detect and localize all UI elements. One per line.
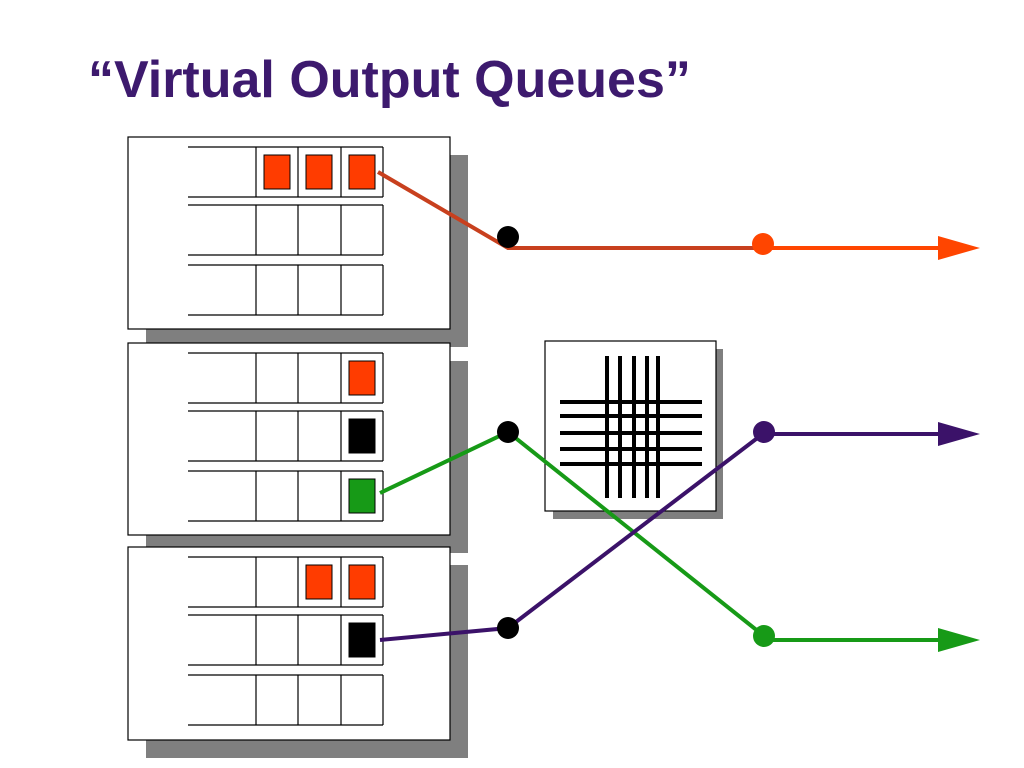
output-port-2-arrow-icon xyxy=(938,422,980,446)
packet-black xyxy=(348,418,376,454)
output-port-1 xyxy=(762,236,980,260)
input-port-1-queues xyxy=(188,146,384,316)
slide-title: “Virtual Output Queues” xyxy=(88,51,691,109)
output-node-2 xyxy=(753,421,775,443)
input-port-3-box xyxy=(127,546,451,741)
queue-row xyxy=(188,674,384,726)
packet-green xyxy=(348,478,376,514)
output-port-2 xyxy=(764,422,980,446)
switch-node-2 xyxy=(497,421,519,443)
input-port-1 xyxy=(127,136,468,347)
crossbar-switch-icon xyxy=(544,340,723,519)
crossbar-box xyxy=(544,340,717,512)
packet-red xyxy=(348,564,376,600)
queue-row xyxy=(188,146,384,198)
output-node-3 xyxy=(753,625,775,647)
packet-black xyxy=(348,622,376,658)
packet-red xyxy=(348,360,376,396)
input-port-2-box xyxy=(127,342,451,536)
packet-red xyxy=(348,154,376,190)
input-port-2-queues xyxy=(188,352,384,522)
output-port-3 xyxy=(764,628,980,652)
input-port-3-queues xyxy=(188,556,384,726)
queue-row xyxy=(188,352,384,404)
packet-red xyxy=(305,154,333,190)
queue-row xyxy=(188,264,384,316)
packet-red xyxy=(305,564,333,600)
output-port-3-arrow-icon xyxy=(938,628,980,652)
input-port-2 xyxy=(127,342,468,553)
switch-node-1 xyxy=(497,226,519,248)
packet-red xyxy=(263,154,291,190)
queue-row xyxy=(188,556,384,608)
queue-row xyxy=(188,470,384,522)
output-node-1 xyxy=(752,233,774,255)
queue-row xyxy=(188,614,384,666)
queue-row xyxy=(188,410,384,462)
queue-row xyxy=(188,204,384,256)
input-port-3 xyxy=(127,546,468,758)
output-port-1-arrow-icon xyxy=(938,236,980,260)
switch-node-3 xyxy=(497,617,519,639)
